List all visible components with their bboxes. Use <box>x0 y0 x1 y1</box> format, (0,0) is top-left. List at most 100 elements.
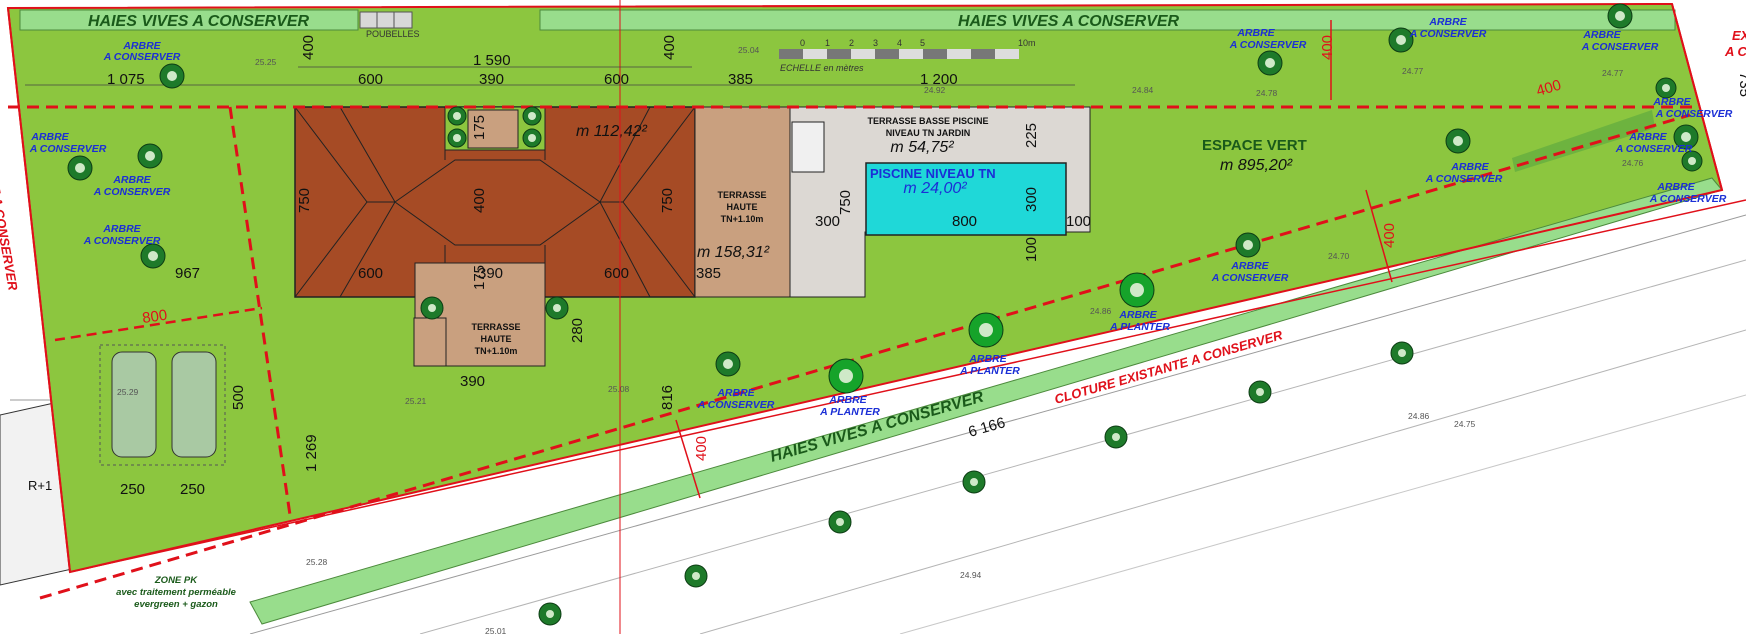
dim: 816 <box>659 385 676 410</box>
dim: 500 <box>230 385 247 410</box>
scale-tick: 1 <box>825 38 830 48</box>
scale-seg <box>947 49 971 59</box>
tree-icon <box>1104 425 1128 449</box>
scale-bar: 0 1 2 3 4 5 10m ECHELLE en mètres <box>779 38 1036 73</box>
terrace-lower-label-3: TN+1.10m <box>475 346 518 356</box>
terrace-high-area: m 158,31² <box>697 244 770 261</box>
level: 24.77 <box>1402 66 1424 76</box>
tree-icon <box>522 128 542 148</box>
tree-label: ARBRE <box>1582 29 1621 41</box>
pool-area: m 24,00² <box>903 180 967 197</box>
setback-line <box>228 106 292 516</box>
dim: 600 <box>604 265 629 282</box>
dim: 390 <box>460 373 485 390</box>
level: 24.84 <box>1132 85 1154 95</box>
tree-plant-icon <box>968 312 1004 348</box>
tree-icon <box>962 470 986 494</box>
roof-line <box>339 106 396 203</box>
level: 24.70 <box>1328 251 1350 261</box>
terrace-low-area: m 54,75² <box>890 139 954 156</box>
level: 25.01 <box>485 626 507 634</box>
terrace-lower-stairs <box>413 317 447 367</box>
tree-label: ARBRE <box>1236 27 1275 39</box>
road-line <box>249 214 1746 634</box>
dim: 600 <box>604 71 629 88</box>
fence-left <box>7 7 71 573</box>
zone-pk-title: ZONE PK <box>154 575 198 586</box>
scale-seg <box>971 49 995 59</box>
espace-vert-area: m 895,20² <box>1220 157 1293 174</box>
tree-label: A CONSERVER <box>697 399 775 411</box>
tree-label: A PLANTER <box>959 365 1020 377</box>
dim: 400 <box>471 188 488 213</box>
hedge-label-top-right: HAIES VIVES A CONSERVER <box>958 13 1180 30</box>
tree-label: ARBRE <box>30 131 69 143</box>
hedge-top-left <box>19 9 359 31</box>
tree-icon <box>1445 128 1471 154</box>
tree-icon <box>140 243 166 269</box>
dim: 400 <box>300 35 317 60</box>
tree-icon <box>159 63 185 89</box>
dim: 175 <box>471 115 488 140</box>
dim: 1 590 <box>473 52 511 69</box>
tree-icon <box>1607 3 1633 29</box>
dim: 735 <box>1736 72 1746 97</box>
level: 25.25 <box>255 57 277 67</box>
level: 24.94 <box>960 570 982 580</box>
scale-seg <box>827 49 851 59</box>
level: 24.77 <box>1602 68 1624 78</box>
tree-label: ARBRE <box>1450 161 1489 173</box>
tree-label: A CONSERVER <box>29 143 107 155</box>
tree-label: A CONSERVER <box>93 186 171 198</box>
bins-label: POUBELLES <box>366 29 420 39</box>
entry-stairs <box>467 109 519 149</box>
dim: 225 <box>1023 123 1040 148</box>
level: 24.76 <box>1622 158 1644 168</box>
tree-icon <box>522 106 542 126</box>
dim: 385 <box>696 265 721 282</box>
level: 24.92 <box>924 85 946 95</box>
dim-arrow <box>1365 189 1393 283</box>
terrace-low-stairs <box>791 121 825 173</box>
dim: 800 <box>952 213 977 230</box>
tree-icon <box>828 510 852 534</box>
pool-title: PISCINE NIVEAU TN <box>870 166 996 181</box>
pool <box>865 162 1067 236</box>
lawn-stripe <box>1512 110 1655 172</box>
scale-seg <box>875 49 899 59</box>
hedge-label-top-left: HAIES VIVES A CONSERVER <box>88 13 310 30</box>
dim: 390 <box>478 265 503 282</box>
tree-icon <box>715 351 741 377</box>
dim: 400 <box>1319 35 1336 60</box>
scale-seg <box>779 49 803 59</box>
dim: 600 <box>358 71 383 88</box>
scale-tick: 2 <box>849 38 854 48</box>
tree-icon <box>1673 124 1699 150</box>
level: 25.21 <box>405 396 427 406</box>
dim: 800 <box>141 307 168 327</box>
level: 25.29 <box>117 387 139 397</box>
roof-line <box>599 201 651 298</box>
tree-icon <box>67 155 93 181</box>
dim: 300 <box>815 213 840 230</box>
tree-icon <box>420 296 444 320</box>
tree-label: ARBRE <box>828 394 867 406</box>
dim: 750 <box>296 188 313 213</box>
tree-label: A PLANTER <box>819 406 880 418</box>
fence-bottom <box>69 199 1746 573</box>
terrace-high-label-1: TERRASSE <box>717 190 766 200</box>
dim: 280 <box>569 318 586 343</box>
scale-tick: 10m <box>1018 38 1036 48</box>
terrace-high-label-3: TN+1.10m <box>721 214 764 224</box>
tree-label: ARBRE <box>1628 131 1667 143</box>
tree-label: ARBRE <box>1656 181 1695 193</box>
level: 25.28 <box>306 557 328 567</box>
level: 25.04 <box>738 45 760 55</box>
car-1 <box>111 351 157 458</box>
fence-right <box>1671 3 1723 191</box>
tree-icon <box>1681 150 1703 172</box>
scale-seg <box>995 49 1019 59</box>
dim: 100 <box>1066 213 1091 230</box>
setback-line <box>54 306 263 342</box>
car-2 <box>171 351 217 458</box>
